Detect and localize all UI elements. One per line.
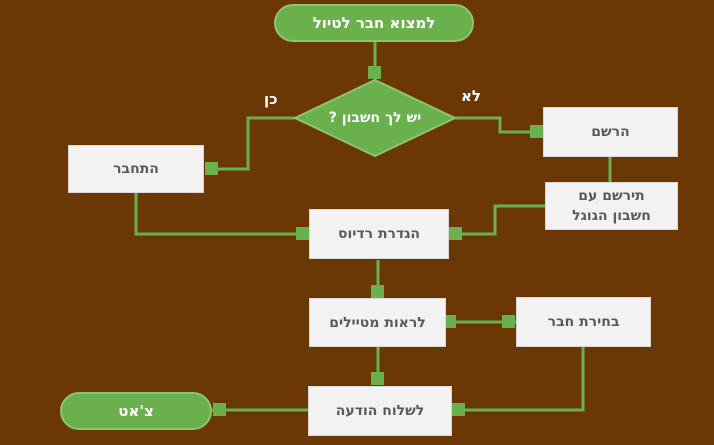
view-travelers-node: לראות מטיילים bbox=[309, 298, 446, 347]
port-view-right bbox=[443, 315, 456, 328]
register-node: הרשם bbox=[543, 107, 678, 157]
chat-node: צ'אט bbox=[60, 392, 212, 430]
google-register-node: תירשם עם חשבון הגוגל bbox=[545, 182, 678, 230]
port-chat-right bbox=[213, 403, 226, 416]
port-login-right bbox=[205, 162, 218, 175]
port-register-left bbox=[530, 125, 543, 138]
port-radius-left bbox=[296, 227, 309, 240]
port-view-top bbox=[371, 285, 384, 298]
radius-node: הגדרת רדיוס bbox=[309, 209, 449, 259]
edge-login-radius bbox=[134, 193, 303, 236]
port-start-bottom bbox=[368, 66, 381, 79]
decision-diamond bbox=[292, 78, 458, 158]
edge-label-no: לא bbox=[461, 87, 481, 105]
decision-label: יש לך חשבון ? bbox=[328, 110, 422, 126]
login-node: התחבר bbox=[68, 145, 204, 193]
start-node: למצוא חבר לטיול bbox=[274, 4, 474, 42]
send-message-node: לשלוח הודעה bbox=[308, 386, 452, 436]
edge-choose-send bbox=[455, 347, 585, 412]
edge-decision-login bbox=[212, 116, 295, 171]
port-radius-right bbox=[449, 227, 462, 240]
port-choose-left bbox=[502, 315, 515, 328]
port-send-right bbox=[452, 403, 465, 416]
edge-decision-register bbox=[455, 116, 536, 134]
port-send-top bbox=[371, 372, 384, 385]
choose-friend-node: בחירת חבר bbox=[516, 297, 651, 347]
edge-google-radius bbox=[454, 204, 545, 236]
edge-label-yes: כן bbox=[264, 90, 278, 108]
